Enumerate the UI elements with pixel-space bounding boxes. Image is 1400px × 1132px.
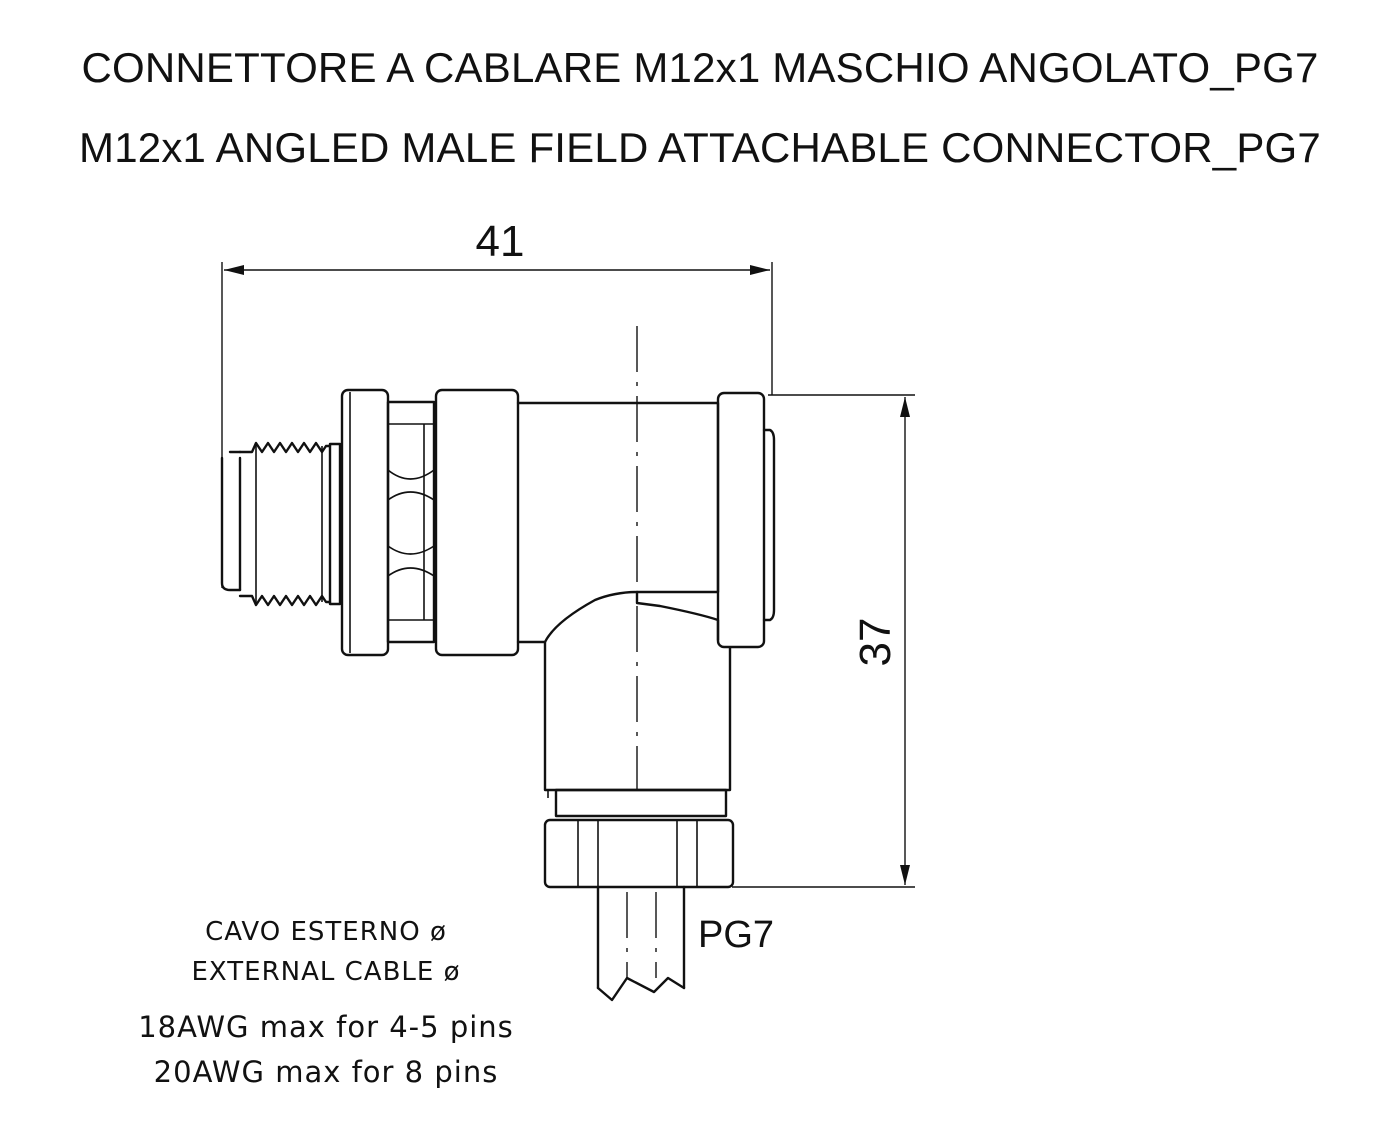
elbow-body xyxy=(516,401,720,644)
height-dimension: 37 xyxy=(732,394,915,888)
m12-thread xyxy=(220,441,342,607)
width-dimension: 41 xyxy=(221,217,773,588)
pg7-label: PG7 xyxy=(698,914,774,956)
awg-line-2: 20AWG max for 8 pins xyxy=(154,1055,499,1089)
flange-collar xyxy=(340,388,390,657)
width-value: 41 xyxy=(476,217,525,266)
body-ring xyxy=(434,388,520,657)
hex-nut xyxy=(386,400,436,644)
pg7-gland xyxy=(543,640,735,889)
awg-line-1: 18AWG max for 4-5 pins xyxy=(138,1010,514,1044)
cable xyxy=(596,885,686,1002)
rear-cap xyxy=(716,391,776,649)
title-italian: CONNETTORE A CABLARE M12x1 MASCHIO ANGOL… xyxy=(81,44,1319,91)
cable-note-italian: CAVO ESTERNO ø xyxy=(205,917,447,947)
title-english: M12x1 ANGLED MALE FIELD ATTACHABLE CONNE… xyxy=(79,124,1321,171)
height-value: 37 xyxy=(851,618,900,667)
cable-note-english: EXTERNAL CABLE ø xyxy=(191,957,460,987)
